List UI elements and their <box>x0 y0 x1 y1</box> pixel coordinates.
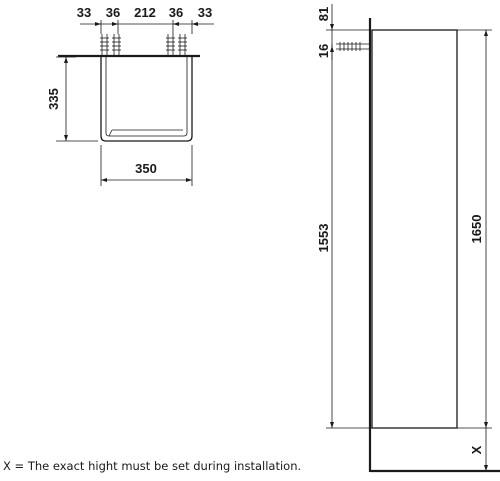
dim-1650-line <box>457 29 492 429</box>
dim-81: 81 <box>316 7 331 21</box>
screw-right-2 <box>178 34 187 56</box>
installation-note: X = The exact hight must be set during i… <box>3 459 301 473</box>
dim-x-line <box>484 428 488 471</box>
top-view: 33 36 212 36 33 335 350 <box>46 5 214 186</box>
dim-335: 335 <box>46 88 61 110</box>
side-view: 81 16 1553 1650 X <box>316 4 500 473</box>
cabinet-door-edge <box>108 129 113 137</box>
dim-x: X <box>469 445 484 454</box>
screw-right-1 <box>166 34 175 56</box>
dim-36-left: 36 <box>106 5 120 20</box>
dim-335-line <box>56 56 98 142</box>
wall-bracket-screw <box>336 42 370 51</box>
dim-16: 16 <box>316 44 331 58</box>
dim-350-line <box>100 145 193 186</box>
dim-33-left: 33 <box>77 5 91 20</box>
dim-212: 212 <box>134 5 156 20</box>
dim-1553-line <box>326 46 372 429</box>
dim-350: 350 <box>135 161 157 176</box>
screw-left-1 <box>100 34 109 56</box>
dim-1553: 1553 <box>316 224 331 253</box>
dim-33-right: 33 <box>198 5 212 20</box>
dim-1650: 1650 <box>469 215 484 244</box>
cabinet-outline <box>100 57 193 142</box>
cabinet-inner-outline <box>105 57 188 137</box>
screw-left-2 <box>112 34 121 56</box>
dim-36-right: 36 <box>169 5 183 20</box>
tall-cabinet <box>371 29 458 429</box>
top-dimension-chain <box>80 20 214 34</box>
